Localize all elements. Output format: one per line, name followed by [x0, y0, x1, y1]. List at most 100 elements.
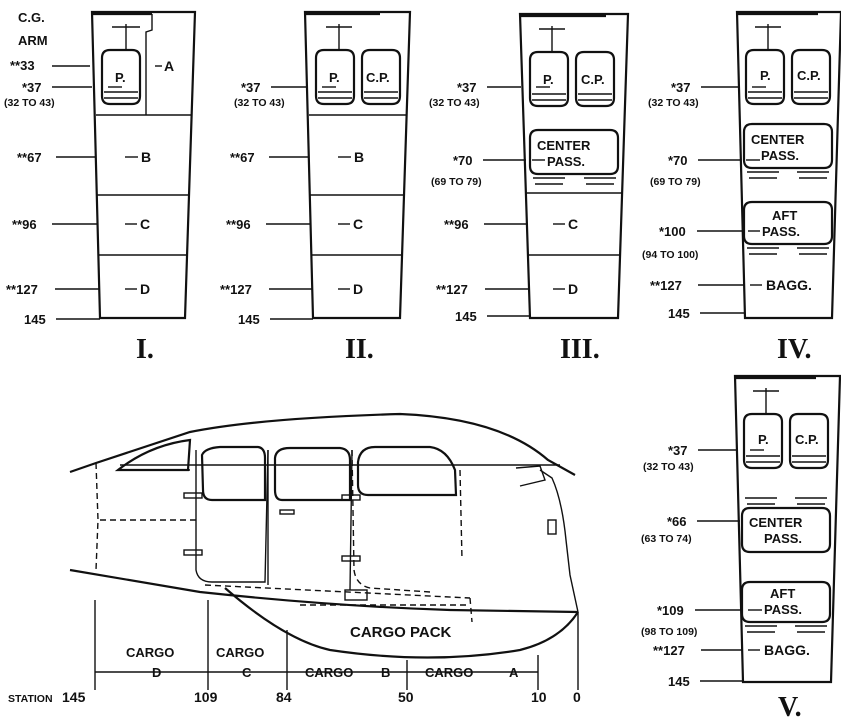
zone-label-b: B: [354, 149, 364, 165]
baggage-label: BAGG.: [766, 277, 812, 293]
arm-value: *70: [453, 153, 473, 168]
center-passenger-seats: CENTER PASS.: [528, 128, 620, 185]
cargo-zone-word: CARGO: [305, 665, 353, 680]
config-numeral: I.: [136, 334, 154, 365]
cabin-outline: [518, 12, 630, 320]
fuselage-side-view: CARGO PACK CARGO D CARGO C CARGO B CARGO…: [8, 412, 581, 705]
arm-range: (32 TO 43): [4, 97, 55, 109]
arm-value: **33: [10, 58, 35, 73]
center-passenger-seats: CENTER PASS.: [740, 497, 832, 554]
door-hinge: [183, 492, 203, 499]
zone-label-c: C: [353, 216, 363, 232]
pilot-seat: P.: [100, 24, 142, 106]
arm-value: **96: [226, 217, 251, 232]
door-hinge: [183, 549, 203, 556]
config-numeral: II.: [345, 334, 374, 365]
baggage-label: BAGG.: [764, 642, 810, 658]
station-value: 0: [573, 689, 581, 705]
arm-value: **127: [653, 643, 685, 658]
firewall-line: [539, 469, 579, 613]
zone-label-d: D: [140, 281, 150, 297]
door-hinge: [341, 494, 361, 501]
aft-passenger-seats: AFT PASS.: [740, 580, 832, 633]
cabin-outline: [303, 10, 412, 320]
station-label: STATION: [8, 693, 53, 705]
cargo-zone-word: CARGO: [425, 665, 473, 680]
partition-a: [145, 14, 153, 115]
seat-label-pilot: P.: [543, 72, 554, 87]
pilot-seat: P.: [744, 24, 786, 106]
cg-heading-line2: ARM: [18, 33, 48, 48]
station-value: 50: [398, 689, 414, 705]
cargo-zone-letter: A: [509, 665, 519, 680]
arm-value: **127: [220, 282, 252, 297]
center-pass-line1: CENTER: [749, 515, 803, 530]
center-pass-line2: PASS.: [764, 531, 802, 546]
arm-range: (94 TO 100): [642, 249, 698, 261]
arm-value: **127: [650, 278, 682, 293]
copilot-seat: C.P.: [790, 48, 832, 106]
cg-heading-line1: C.G.: [18, 10, 45, 25]
pilot-seat: P.: [742, 388, 784, 470]
station-value: 109: [194, 689, 218, 705]
window-mid-rear: [200, 445, 267, 502]
arm-value: **127: [6, 282, 38, 297]
window-rear: [114, 438, 192, 472]
window-front: [356, 445, 458, 497]
config-i: P. C.G. ARM **33 A *37 (32 TO 43) **67 B…: [4, 10, 197, 365]
cabin-outline: [733, 374, 841, 684]
arm-value: **127: [436, 282, 468, 297]
arm-value: **96: [444, 217, 469, 232]
aft-pass-line1: AFT: [770, 586, 795, 601]
arm-range: (69 TO 79): [650, 176, 701, 188]
station-value: 10: [531, 689, 547, 705]
config-v: P. C.P. CENTER PASS. AFT PASS. *37: [641, 374, 841, 723]
cargo-pack: [224, 587, 579, 659]
zone-label-c: C: [568, 216, 578, 232]
config-iv: P. C.P. CENTER PASS. AFT PASS. *37: [642, 10, 841, 365]
arm-range: (98 TO 109): [641, 626, 697, 638]
rear-door: [195, 449, 269, 583]
arm-value: *109: [657, 603, 684, 618]
center-pass-line1: CENTER: [751, 132, 805, 147]
cargo-zone-word: CARGO: [216, 645, 264, 660]
seat-label-pilot: P.: [115, 70, 126, 85]
front-door-dashed: [351, 449, 463, 593]
arm-value: *37: [668, 443, 688, 458]
nose-cowl: [515, 465, 546, 487]
cargo-zone-word: CARGO: [126, 645, 174, 660]
fuselage-bottom: [69, 568, 579, 614]
cabin-outline: [735, 10, 841, 320]
cabin-floor-dashed: [204, 584, 473, 623]
arm-value: *37: [457, 80, 477, 95]
arm-range: (32 TO 43): [648, 97, 699, 109]
seat-label-pilot: P.: [758, 432, 769, 447]
door-hinge: [341, 555, 361, 562]
cargo-pack-label: CARGO PACK: [350, 624, 452, 641]
arm-value: *100: [659, 224, 686, 239]
zone-label-b: B: [141, 149, 151, 165]
aft-pass-line2: PASS.: [764, 602, 802, 617]
cargo-latch: [344, 589, 368, 601]
copilot-seat: C.P.: [574, 50, 616, 108]
arm-range: (32 TO 43): [643, 461, 694, 473]
copilot-seat: C.P.: [360, 48, 402, 106]
arm-range: (32 TO 43): [429, 97, 480, 109]
arm-value-end: 145: [24, 312, 46, 327]
station-value: 84: [276, 689, 292, 705]
arm-value-end: 145: [455, 309, 477, 324]
arm-range: (32 TO 43): [234, 97, 285, 109]
center-pass-line1: CENTER: [537, 138, 591, 153]
zone-label-d: D: [568, 281, 578, 297]
config-ii: P. C.P. *37 (32 TO 43) **67 B **96 C **1…: [220, 10, 412, 365]
station-value: 145: [62, 689, 86, 705]
config-numeral: IV.: [777, 334, 812, 365]
window-mid: [273, 446, 352, 502]
arm-value: **67: [17, 150, 42, 165]
seat-label-copilot: C.P.: [581, 72, 605, 87]
seat-label-pilot: P.: [760, 68, 771, 83]
cargo-zone-letter: C: [242, 665, 252, 680]
aft-pass-line1: AFT: [772, 208, 797, 223]
